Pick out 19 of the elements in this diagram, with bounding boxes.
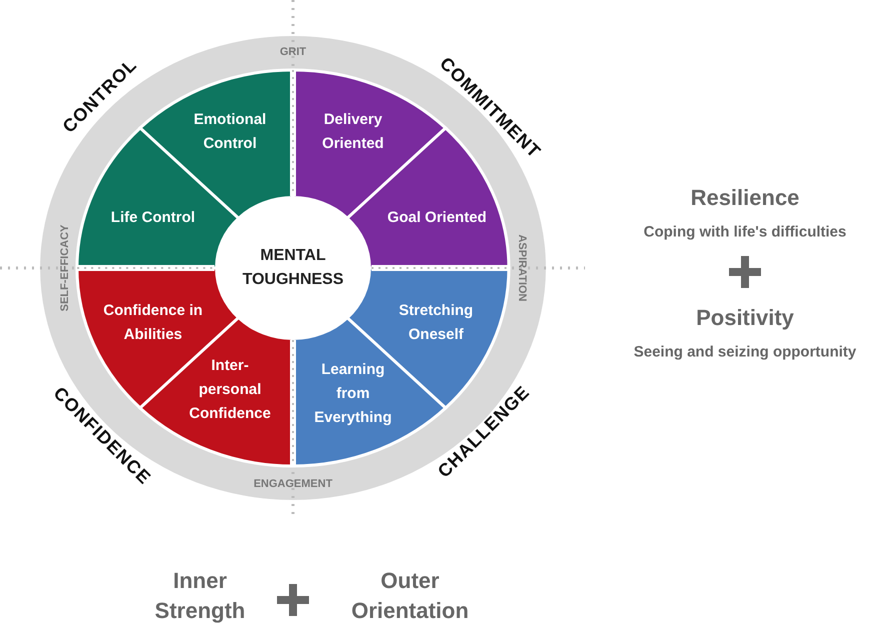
- sector-label: Goal Oriented: [387, 208, 487, 228]
- center-label: MENTAL TOUGHNESS: [241, 246, 345, 290]
- sector-label: Stretching Oneself: [398, 301, 474, 345]
- sector-label: Emotional Control: [192, 110, 268, 154]
- sector-label: Inter-personal Confidence: [188, 356, 272, 424]
- ring-label: SELF-EFFICACY: [59, 224, 71, 312]
- sector-label: Delivery Oriented: [321, 110, 385, 154]
- ring-label: ENGAGEMENT: [254, 478, 332, 490]
- trait-heading: Positivity: [696, 305, 794, 331]
- sector-label: Learning from Everything: [313, 360, 393, 428]
- summary-label: Outer Orientation: [350, 567, 470, 625]
- sector-label: Confidence in Abilities: [102, 301, 203, 345]
- trait-heading: Resilience: [690, 185, 800, 211]
- ring-label: ASPIRATION: [516, 234, 528, 302]
- trait-description: Coping with life's difficulties: [644, 224, 846, 240]
- ring-label: GRIT: [280, 46, 306, 58]
- sector-label: Life Control: [110, 208, 196, 228]
- summary-label: Inner Strength: [154, 567, 246, 625]
- trait-description: Seeing and seizing opportunity: [634, 344, 856, 360]
